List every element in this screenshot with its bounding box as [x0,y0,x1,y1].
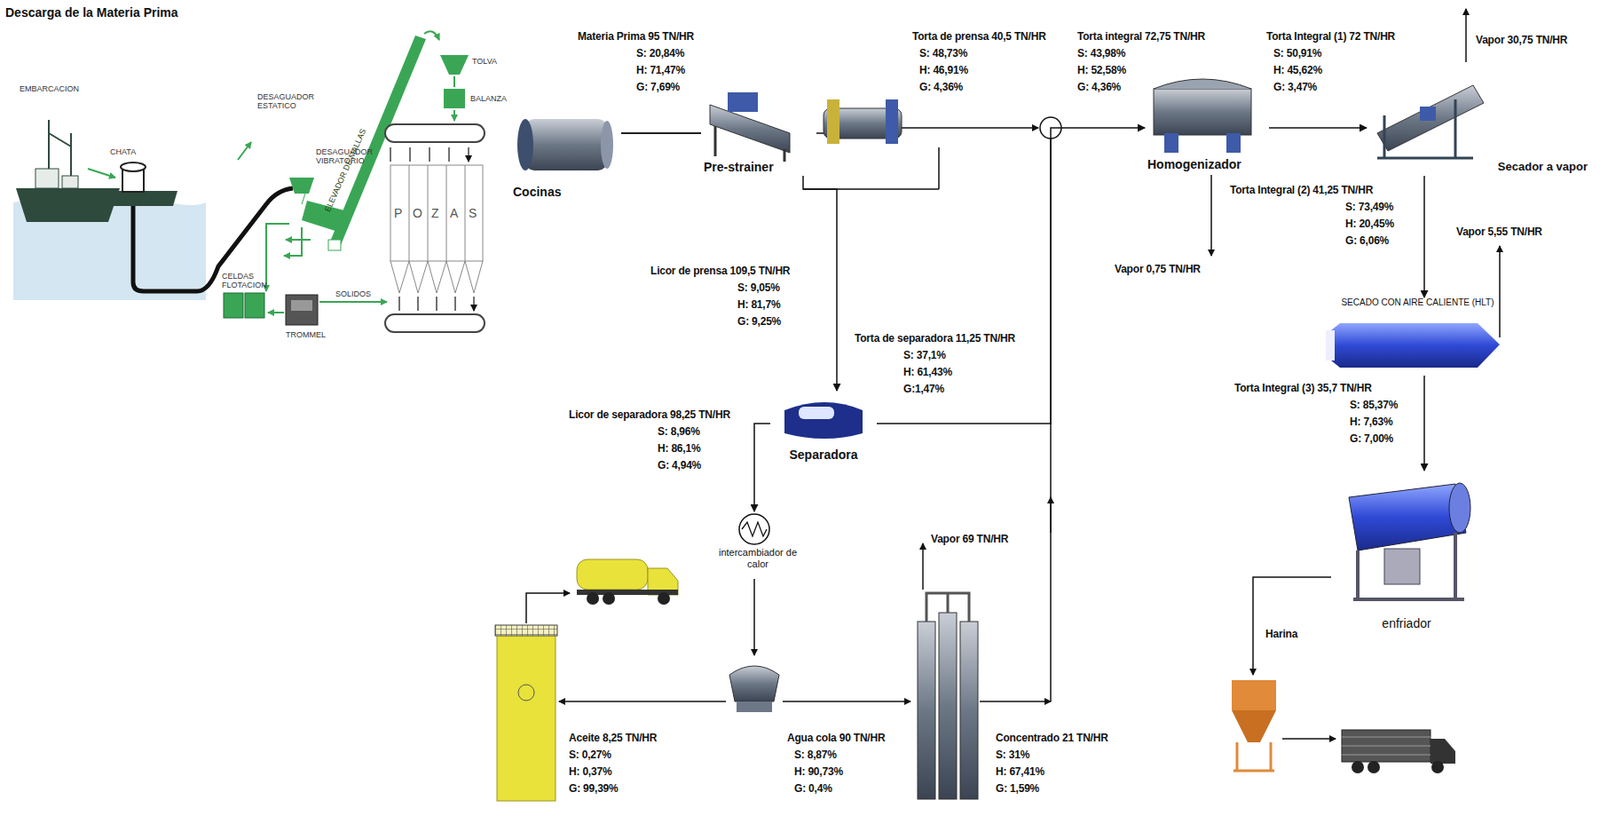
equipment-name: Pre-strainer [701,159,777,176]
stream-data: G: 1,59% [994,780,1041,797]
stream-data: G: 7,00% [1348,430,1395,447]
equipment-node: enfriador [1331,470,1482,632]
stream-data: Licor de separadora 98,25 TN/HR [567,406,732,423]
stream-data: G: 4,36% [918,78,964,95]
stream-data: S: 0,27% [567,746,613,763]
diagram-title: Descarga de la Materia Prima [5,5,179,20]
stream-data: Concentrado 21 TN/HR [994,729,1110,746]
flow-connector [876,127,1145,424]
stream-data: S: 37,1% [902,346,947,363]
stream-data: Agua cola 90 TN/HR [786,729,886,746]
stream-data: G: 4,94% [656,457,702,473]
stream-data: Torta Integral (2) 41,25 TN/HR [1229,181,1374,198]
stream-data: Torta Integral (3) 35,7 TN/HR [1233,379,1373,396]
stream-data: Vapor 5,55 TN/HR [1455,223,1544,240]
equipment-label: DESAGUADOR ESTATICO [257,92,316,111]
stream-data: G: 6,06% [1344,232,1390,249]
stream-data: H: 71,47% [635,62,686,79]
stream-data: G: 3,47% [1272,78,1318,95]
flow-connector [621,132,702,134]
stream-data: Torta de separadora 11,25 TN/HR [853,330,1017,347]
stream-data: Aceite 8,25 TN/HR [567,729,658,746]
flow-connector [1423,175,1426,298]
equipment-name: enfriador [1379,615,1434,632]
stream-data: Vapor 69 TN/HR [930,530,1009,547]
stream-data: G:1,47% [902,380,946,397]
pond-letter: P [394,205,402,221]
equipment-name: intercambiador de calor [709,546,806,571]
stream-data: H: 0,37% [567,763,613,780]
stream-data: Torta Integral (1) 72 TN/HR [1265,28,1396,45]
stream-data: Torta integral 72,75 TN/HR [1076,28,1206,45]
equipment-node: SECADO CON AIRE CALIENTE (HLT) [1317,297,1518,376]
stream-data: S: 85,37% [1348,396,1399,413]
stream-data: Torta de prensa 40,5 TN/HR [911,28,1048,45]
equipment-name: Secador a vapor [1495,160,1591,176]
stream-data: S: 43,98% [1076,45,1127,62]
stream-data: Materia Prima 95 TN/HR [576,28,695,45]
stream-data: H: 86,1% [656,440,702,457]
stream-data: G: 0,4% [793,780,834,797]
stream-data: S: 73,49% [1344,198,1395,215]
stream-data: S: 31% [994,746,1031,763]
stream-data: H: 90,73% [793,763,844,780]
stream-data: H: 45,62% [1272,62,1324,79]
stream-data: G: 99,39% [567,780,620,797]
equipment-name: Homogenizador [1144,157,1245,174]
heat-exchanger-symbol [709,511,799,547]
pond-letter: S [468,205,477,221]
stream-data: S: 8,87% [793,746,838,763]
stream-data: G: 7,69% [635,78,681,95]
stream-data: H: 46,91% [918,62,970,79]
stream-data: S: 8,96% [656,423,702,440]
equipment-node: Pre-strainer [701,86,817,176]
stream-data: H: 7,63% [1348,413,1394,430]
pond-letter: Z [431,205,440,221]
equipment-label: TROMMEL [285,330,326,339]
stream-data: Vapor 30,75 TN/HR [1474,31,1569,48]
equipment-name: Separadora [786,447,860,464]
equipment-label: TOLVA [472,56,497,66]
equipment-name: SECADO CON AIRE CALIENTE (HLT) [1338,297,1497,310]
stream-data: S: 9,05% [736,279,781,296]
equipment-node: Separadora [770,390,877,464]
equipment-node: Homogenizador [1144,70,1269,174]
stream-data: H: 61,43% [902,363,954,380]
stream-data: S: 20,84% [635,45,686,62]
flow-connector [1423,375,1426,471]
flow-connector [754,423,771,512]
stream-data: H: 20,45% [1344,215,1396,232]
stream-data: S: 50,91% [1272,45,1323,62]
equipment-label: SOLIDOS [335,289,371,299]
flow-connector [1268,126,1367,129]
flow-connector [803,175,837,391]
stream-data: S: 48,73% [918,45,969,62]
equipment-node: Secador a vapor [1366,62,1591,176]
equipment-label: EMBARCACION [19,84,79,94]
equipment-node: Cocinas [510,104,622,201]
stream-data: Licor de prensa 109,5 TN/HR [649,262,791,279]
equipment-label: CHATA [110,147,136,157]
equipment-label: CELDAS FLOTACION [221,271,281,290]
stream-data: Vapor 0,75 TN/HR [1113,260,1202,277]
equipment-label: ELEVADOR DE MALLAS [323,126,368,213]
stream-data: H: 81,7% [736,296,781,313]
equipment-name: Cocinas [510,184,564,201]
pond-letter: A [449,205,458,221]
equipment-node: intercambiador de calor [709,511,806,579]
stream-data: G: 4,36% [1076,78,1122,95]
stream-data: Harina [1264,625,1299,642]
stream-data: H: 52,58% [1076,62,1128,79]
pond-letter: O [412,205,423,221]
stream-data: G: 9,25% [736,313,782,330]
equipment-label: BALANZA [470,94,507,103]
stream-data: H: 67,41% [994,763,1046,780]
